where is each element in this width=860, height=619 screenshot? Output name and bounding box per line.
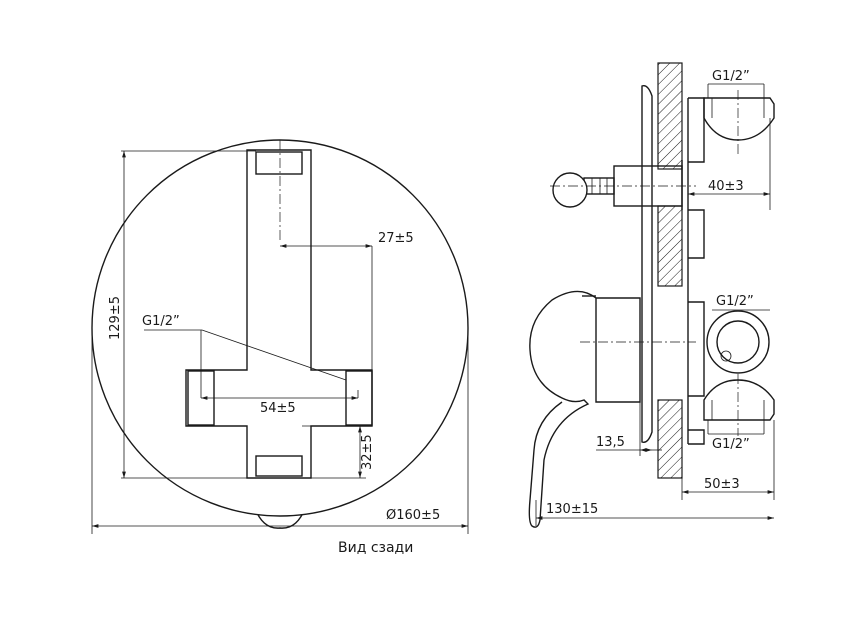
label-13-5: 13,5 bbox=[596, 435, 625, 450]
label-d160: Ø160±5 bbox=[386, 508, 440, 523]
side-view bbox=[528, 62, 775, 528]
wall-hatch-bottom bbox=[657, 399, 683, 479]
rear-port-top bbox=[255, 151, 303, 175]
rear-port-bottom bbox=[255, 455, 303, 477]
port-mid-outer bbox=[706, 310, 770, 374]
label-129: 129±5 bbox=[108, 296, 123, 340]
rear-view bbox=[91, 139, 469, 534]
lever-handle bbox=[528, 290, 597, 528]
label-g12-mid: G1/2” bbox=[716, 294, 754, 309]
thread-bottom bbox=[703, 379, 775, 421]
cover-plate bbox=[641, 85, 653, 443]
caption-rear-view: Вид сзади bbox=[338, 540, 413, 556]
label-40: 40±3 bbox=[708, 179, 744, 194]
label-130: 130±15 bbox=[546, 502, 598, 517]
label-27: 27±5 bbox=[378, 231, 414, 246]
wall-hatch-mid bbox=[657, 205, 683, 287]
label-g12-bottom: G1/2” bbox=[712, 437, 750, 452]
diverter-knob bbox=[552, 172, 588, 208]
label-32: 32±5 bbox=[360, 434, 375, 470]
label-54: 54±5 bbox=[260, 401, 296, 416]
label-g12-top: G1/2” bbox=[712, 69, 750, 84]
thread-top bbox=[703, 97, 775, 141]
port-mid-inner bbox=[716, 320, 760, 364]
label-50: 50±3 bbox=[704, 477, 740, 492]
valve-body bbox=[688, 97, 705, 445]
wall-hatch-top bbox=[657, 62, 683, 170]
label-g12-left: G1/2” bbox=[142, 314, 180, 329]
